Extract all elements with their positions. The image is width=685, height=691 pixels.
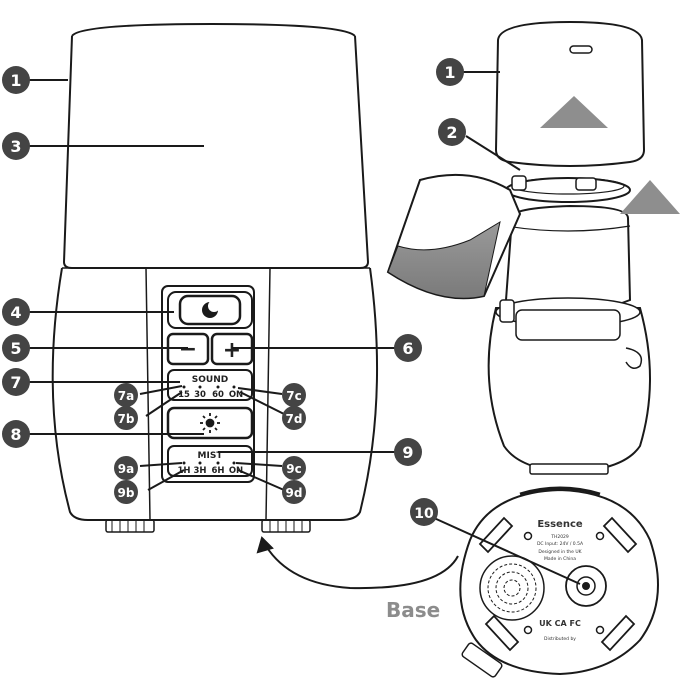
minus-glyph: −: [179, 337, 197, 362]
base-outline: [459, 488, 659, 676]
callout-9d: 9d: [282, 480, 306, 504]
callout-10-line: [433, 517, 581, 585]
base-bottom-view: [459, 486, 659, 678]
insert-arrow-icon: [620, 180, 680, 214]
control-panel-face: [161, 285, 255, 483]
callout-8: 8: [2, 420, 30, 448]
callout-9: 9: [394, 438, 422, 466]
callout-7c: 7c: [282, 383, 306, 407]
mist-indicator-dots: [182, 461, 236, 465]
sound-label: SOUND: [192, 375, 228, 385]
dc-input-socket: [565, 565, 607, 607]
sound-option-on: ON: [229, 390, 243, 400]
callout-6: 6: [394, 334, 422, 362]
callout-3-text: 3: [10, 137, 21, 156]
lower-base-body: [51, 267, 379, 521]
base-spec: DC Input: 24V / 0.5A: [537, 541, 584, 547]
callout-8-text: 8: [10, 425, 21, 444]
callout-9c: 9c: [282, 456, 306, 480]
humidifier-exploded-view: [487, 20, 651, 475]
callout-9d-text: 9d: [286, 486, 303, 500]
brightness-sun-icon: [200, 413, 220, 433]
callout-1-front: 1: [2, 66, 30, 94]
night-light-button[interactable]: [167, 291, 253, 329]
callout-9a-text: 9a: [118, 462, 134, 476]
callout-7b: 7b: [114, 406, 138, 430]
brightness-button[interactable]: [166, 406, 254, 440]
mist-option-on: ON: [229, 466, 243, 476]
callout-7a-text: 7a: [118, 389, 134, 403]
callout-10: 10: [410, 498, 438, 526]
base-made: Made in China: [544, 556, 576, 562]
callout-lines-right: [462, 71, 521, 171]
callout-9b: 9b: [114, 480, 138, 504]
water-jug: [386, 173, 522, 300]
direction-arrow-icon: [256, 536, 459, 590]
callout-2-text: 2: [446, 123, 457, 142]
base-designed: Designed in the UK: [538, 549, 582, 555]
base-label: Base: [386, 598, 441, 622]
mist-label: MIST: [198, 451, 224, 461]
callout-7d: 7d: [282, 406, 306, 430]
ce-fc-marks: UK CA FC: [539, 619, 581, 628]
mist-button[interactable]: [167, 445, 253, 477]
sound-option-30: 30: [194, 390, 206, 400]
fan-grille: [479, 555, 545, 621]
callout-7d-text: 7d: [286, 412, 303, 426]
base-model: TH2029: [550, 534, 569, 540]
callout-10-text: 10: [414, 506, 434, 522]
callout-3: 3: [2, 132, 30, 160]
inner-tank: [504, 204, 632, 314]
mist-option-6h: 6H: [211, 466, 224, 476]
water-tank-body: [62, 35, 370, 269]
sound-indicator-dots: [182, 385, 236, 389]
callout-7b-text: 7b: [118, 412, 135, 426]
callout-9c-text: 9c: [286, 462, 301, 476]
lid-cap: [494, 20, 646, 167]
callout-5-text: 5: [10, 339, 21, 358]
callout-5: 5: [2, 334, 30, 362]
callout-9-text: 9: [402, 443, 413, 462]
callout-6-text: 6: [402, 339, 413, 358]
control-panel-recess: [145, 267, 271, 521]
lift-up-arrow-icon: [540, 96, 608, 128]
callout-lines-left: [28, 79, 396, 491]
sound-option-60: 60: [212, 390, 224, 400]
callout-4: 4: [2, 298, 30, 326]
mist-option-3h: 3H: [193, 466, 206, 476]
night-light-moon-icon: [202, 300, 220, 318]
left-foot: [105, 519, 155, 533]
plus-glyph: +: [223, 338, 241, 363]
callout-7a: 7a: [114, 383, 138, 407]
callout-7c-text: 7c: [286, 389, 301, 403]
base-brand: Essence: [537, 519, 583, 530]
callout-1-exploded: 1: [436, 58, 464, 86]
callout-4-text: 4: [10, 303, 21, 322]
callout-7: 7: [2, 368, 30, 396]
callout-7-text: 7: [10, 373, 21, 392]
lid-top-edge: [71, 22, 356, 37]
sound-option-15: 15: [178, 390, 190, 400]
callout-9a: 9a: [114, 456, 138, 480]
callout-2: 2: [438, 118, 466, 146]
lid-vent-slot: [569, 45, 593, 54]
sound-button[interactable]: [167, 369, 253, 401]
callout-1-exploded-text: 1: [444, 63, 455, 82]
base-distributed: Distributed by: [544, 636, 576, 642]
callout-9b-text: 9b: [118, 486, 135, 500]
callout-1-front-text: 1: [10, 71, 21, 90]
